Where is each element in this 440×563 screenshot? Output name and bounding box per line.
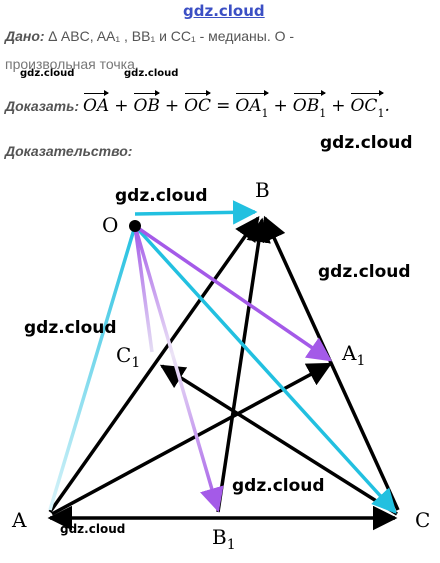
watermark-small-1: gdz.cloud [20, 68, 75, 79]
watermark-top[interactable]: gdz.cloud [183, 2, 265, 20]
watermark-right-upper: gdz.cloud [320, 133, 413, 153]
median-c-c1 [159, 364, 398, 516]
given-line-1: Дано: ∆ ABC, AA₁ , BB₁ и CC₁ - медианы. … [5, 28, 294, 44]
label-o: O [102, 213, 118, 237]
given-line-2: произвольная точка. [5, 56, 139, 72]
vector-o-a1 [134, 224, 333, 362]
watermark-diagram-4: gdz.cloud [232, 476, 325, 496]
given-text: ∆ ABC, AA₁ , BB₁ и CC₁ - медианы. О - [48, 28, 295, 44]
watermark-diagram-3: gdz.cloud [24, 318, 117, 338]
label-a: A [11, 508, 27, 532]
vector-ob1: OB1 [293, 90, 327, 120]
watermark-diagram-5: gdz.cloud [60, 522, 126, 536]
given-label: Дано: [5, 28, 45, 44]
median-b1-b [216, 217, 271, 513]
vector-o-b1 [133, 225, 224, 513]
label-c1: C1 [116, 343, 140, 371]
vector-oa: OA [83, 90, 110, 116]
proof-label: Доказательство: [5, 143, 133, 159]
label-b1: B1 [212, 525, 236, 553]
vector-o-a [48, 225, 137, 511]
label-c: C [415, 508, 430, 532]
prove-equation: OA+OB+OC=OA1+OB1+OC1. [83, 90, 390, 120]
vector-oc1: OC1 [350, 90, 384, 120]
watermark-small-2: gdz.cloud [124, 68, 179, 79]
vector-ob: OB [133, 90, 161, 116]
vector-o-c1 [133, 225, 154, 353]
point-o [129, 220, 141, 232]
vector-o-c [133, 224, 397, 514]
label-a1: A1 [341, 341, 365, 369]
label-b: B [255, 178, 270, 202]
side-ab [48, 215, 260, 514]
vector-oa1: OA1 [235, 90, 269, 120]
vector-o-b [134, 200, 258, 225]
watermark-diagram-2: gdz.cloud [318, 262, 411, 282]
vector-oc: OC [184, 90, 211, 116]
watermark-diagram-1: gdz.cloud [115, 186, 208, 206]
prove-line: Доказать: OA+OB+OC=OA1+OB1+OC1. [5, 90, 390, 120]
prove-label: Доказать: [5, 98, 80, 114]
